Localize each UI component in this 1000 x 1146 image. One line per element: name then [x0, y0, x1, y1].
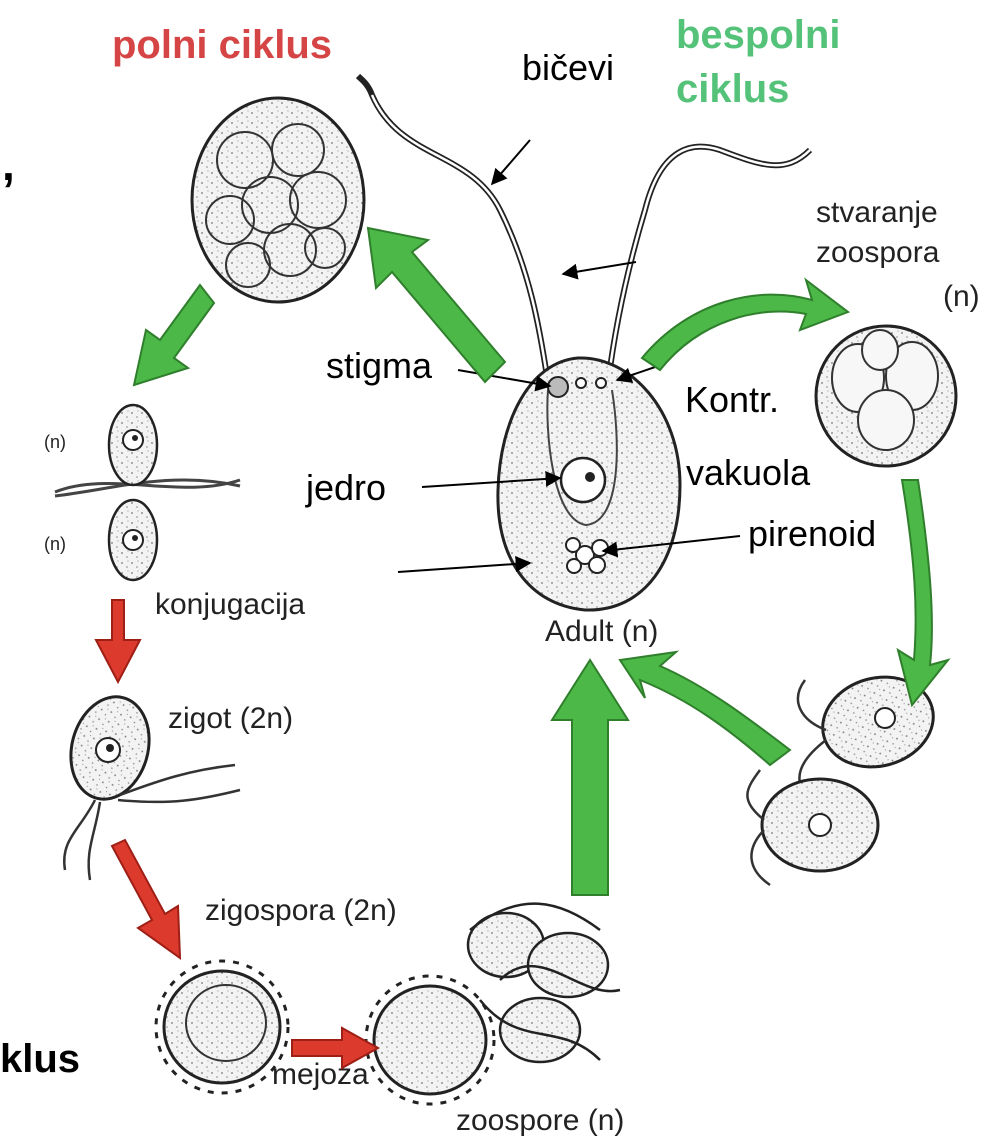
flagellum-right-inner	[608, 147, 810, 383]
asexual-cycle-title-line1: bespolni	[676, 13, 840, 57]
cut-off-cycle-word: klus	[0, 1037, 80, 1081]
asexual-cycle-title-line2: ciklus	[676, 67, 789, 111]
label-zoospore-formation-line3: (n)	[943, 280, 980, 313]
cut-off-comma: ,	[2, 138, 15, 190]
label-pyrenoid: pirenoid	[748, 513, 876, 554]
label-stigma: stigma	[326, 345, 433, 386]
label-zygote: zigot (2n)	[168, 702, 293, 735]
zoosporangium-cell	[816, 326, 956, 466]
label-contractile-line2: vakuola	[686, 452, 811, 493]
label-flagella: bičevi	[522, 47, 614, 88]
arrow-zygote-to-zygospore	[112, 840, 180, 958]
label-adult: Adult (n)	[545, 615, 658, 648]
zygospore-cell	[156, 961, 288, 1093]
label-meiosis: mejoza	[272, 1058, 369, 1091]
arrow-zoospores-to-adult	[620, 652, 790, 765]
arrow-germination-up	[552, 660, 628, 895]
gametes-conjugating	[55, 405, 240, 580]
germinating-zygospore	[366, 904, 620, 1104]
label-zygospore: zigospora (2n)	[205, 894, 397, 927]
arrow-conjugation-to-zygote	[96, 600, 140, 682]
label-gamete-bottom-ploidy: (n)	[44, 534, 66, 554]
arrow-zoosporangium-down	[898, 480, 948, 705]
label-zoospore-formation-line2: zoospora	[816, 236, 940, 269]
label-conjugation: konjugacija	[155, 588, 305, 621]
adult-nucleus	[561, 458, 605, 502]
label-gamete-top-ploidy: (n)	[44, 432, 66, 452]
label-zoospore-formation-line1: stvaranje	[816, 196, 938, 229]
adult-cell	[358, 76, 810, 610]
flagellum-right	[608, 147, 810, 383]
label-nucleus: jedro	[305, 467, 386, 508]
arrow-adult-to-zoosporangium	[642, 280, 848, 370]
label-zoospores: zoospore (n)	[456, 1104, 624, 1137]
sexual-cycle-title: polni ciklus	[112, 23, 332, 67]
label-contractile-line1: Kontr.	[685, 379, 779, 420]
stigma-eyespot	[548, 377, 568, 397]
arrow-gametangium-to-gametes	[134, 285, 214, 385]
gametangium-cell	[192, 98, 364, 302]
